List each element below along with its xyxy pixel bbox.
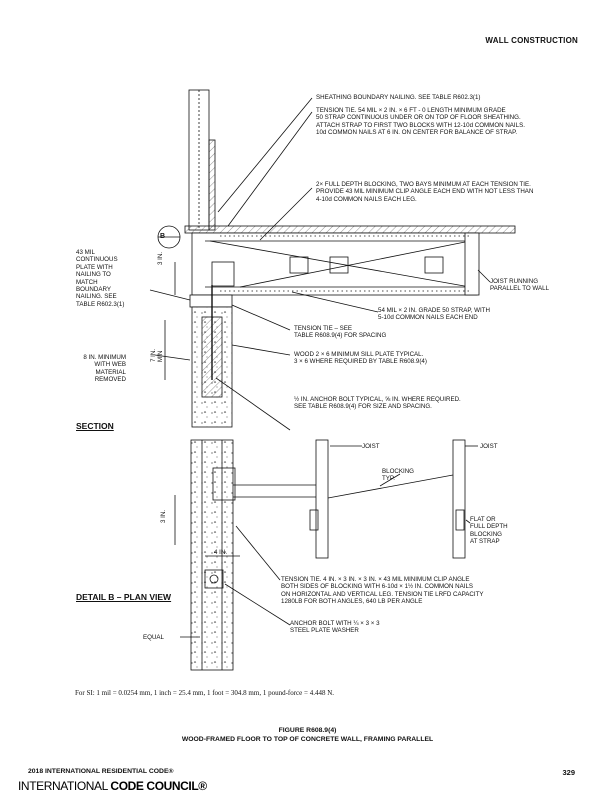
dim-3in-section: 3 IN.: [157, 251, 164, 265]
callout-blocking-typ: BLOCKING TYP.: [382, 468, 414, 483]
si-conversion-note: For SI: 1 mil = 0.0254 mm, 1 inch = 25.4…: [75, 689, 335, 697]
dim-7in-min: 7 IN. MIN: [150, 348, 165, 362]
figure-number: FIGURE R608.9(4): [278, 727, 337, 734]
callout-plate: 43 MIL CONTINUOUS PLATE WITH NAILING TO …: [76, 249, 125, 308]
callout-anchor-bolt: ½ IN. ANCHOR BOLT TYPICAL, ⅝ IN. WHERE R…: [294, 396, 461, 411]
callout-tension-tie-top: TENSION TIE. 54 MIL × 2 IN. × 6 FT - 0 L…: [316, 107, 525, 137]
logo-light-text: INTERNATIONAL: [18, 779, 111, 793]
heading-detail-b: DETAIL B – PLAN VIEW: [76, 592, 172, 602]
callout-strap: 54 MIL × 2 IN. GRADE 50 STRAP, WITH 5-10…: [378, 307, 490, 322]
callout-sheathing: SHEATHING BOUNDARY NAILING. SEE TABLE R6…: [316, 94, 481, 101]
dim-4in: 4 IN.: [214, 549, 228, 556]
icc-logo: INTERNATIONAL CODE COUNCIL®: [18, 779, 207, 793]
callout-joist-running: JOIST RUNNING PARALLEL TO WALL: [490, 278, 550, 293]
callout-anchor-washer: ANCHOR BOLT WITH ¼ × 3 × 3 STEEL PLATE W…: [290, 620, 380, 635]
callout-joist-2: JOIST: [480, 443, 498, 450]
callout-flat-or: FLAT OR FULL DEPTH BLOCKING AT STRAP: [470, 516, 508, 546]
callout-tension-tie-4in: TENSION TIE. 4 IN. × 3 IN. × 3 IN. × 43 …: [281, 576, 484, 606]
heading-section: SECTION: [76, 421, 114, 431]
callout-tension-tie-see: TENSION TIE – SEE TABLE R608.9(4) FOR SP…: [294, 325, 387, 340]
callout-equal: EQUAL: [143, 634, 164, 641]
logo-bold-text: CODE COUNCIL®: [110, 779, 207, 793]
dim-3in-detail: 3 IN.: [160, 509, 167, 523]
page-number: 329: [562, 768, 575, 777]
figure-title: WOOD-FRAMED FLOOR TO TOP OF CONCRETE WAL…: [181, 736, 434, 743]
callout-blocking: 2× FULL DEPTH BLOCKING, TWO BAYS MINIMUM…: [316, 181, 534, 203]
callout-joist-1: JOIST: [362, 443, 380, 450]
figure-drawing: [149, 89, 516, 671]
callout-eight-in: 8 IN. MINIMUM WITH WEB MATERIAL REMOVED: [83, 354, 126, 384]
callout-sill-plate: WOOD 2 × 6 MINIMUM SILL PLATE TYPICAL. 3…: [294, 351, 427, 366]
running-header: WALL CONSTRUCTION: [485, 36, 578, 45]
detail-marker-b: B: [160, 233, 166, 240]
footer-code-title: 2018 INTERNATIONAL RESIDENTIAL CODE®: [28, 768, 174, 775]
